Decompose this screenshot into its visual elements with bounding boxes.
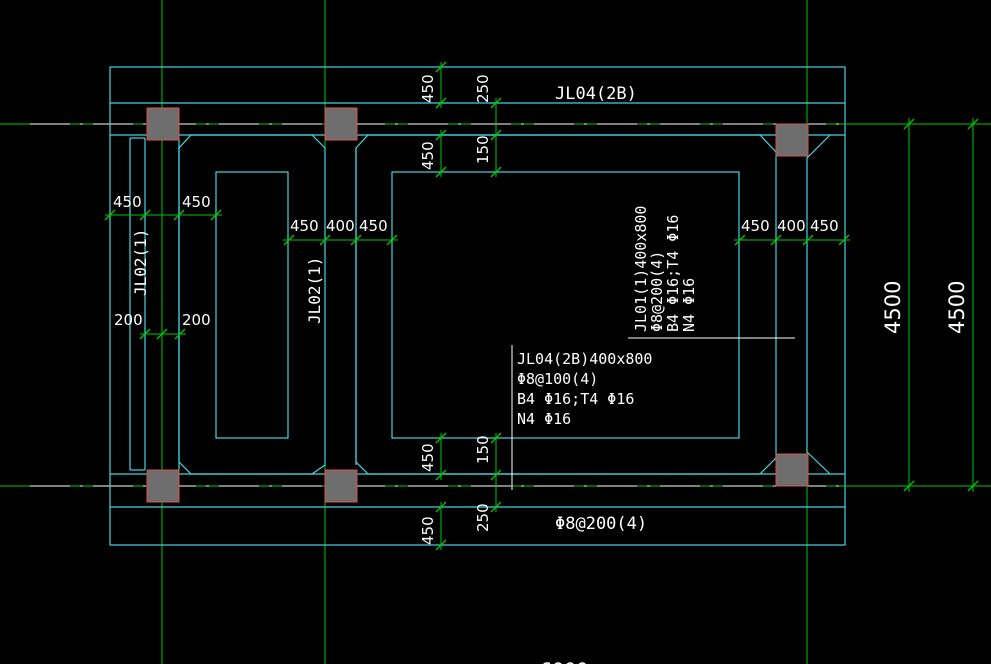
- tick: [104, 209, 116, 221]
- dim-bottom-450: 450: [419, 516, 437, 545]
- outer-foundation-outline: [109, 66, 846, 546]
- right-corner-top: [806, 134, 831, 159]
- annotation-jl04: JL04(2B)400x800 Φ8@100(4) B4 Φ16;T4 Φ16 …: [517, 350, 652, 428]
- tick: [903, 118, 915, 130]
- tick: [490, 501, 502, 513]
- dim-top-450: 450: [419, 74, 437, 103]
- jl04-line-2: Φ8@100(4): [517, 370, 598, 388]
- dim-right-450-a: 450: [741, 217, 770, 235]
- tick: [490, 97, 502, 109]
- jl04-line-4: N4 Φ16: [517, 410, 571, 428]
- tick: [139, 209, 151, 221]
- dim-top-250: 250: [474, 74, 492, 103]
- dim-inner-bottom-450: 450: [419, 443, 437, 472]
- tick: [967, 118, 979, 130]
- dim-span-a: 4500: [881, 281, 905, 334]
- left-beam-label: JL02(1): [131, 229, 150, 296]
- tick: [210, 209, 222, 221]
- dimension-texts: 450 250 450 150 450 150 450 250 450 450 …: [113, 74, 969, 664]
- right-corner-bottom: [806, 451, 831, 475]
- tick: [770, 234, 782, 246]
- left-bay-panel: [178, 134, 326, 475]
- tick: [435, 166, 447, 178]
- right-bay-opening: [391, 171, 740, 439]
- tick: [173, 209, 185, 221]
- dim-left-450-b: 450: [182, 193, 211, 211]
- tick: [967, 480, 979, 492]
- tick: [350, 234, 362, 246]
- dimension-ticks: [104, 61, 979, 551]
- tick: [156, 328, 168, 340]
- left-bay-opening: [215, 171, 289, 439]
- tick: [838, 234, 850, 246]
- annotation-jl01: JL01(1)400x800 Φ8@200(4) B4 Φ16;T4 Φ16 N…: [632, 206, 698, 332]
- bottom-beam-stirrup: Φ8@200(4): [555, 514, 647, 534]
- tick: [283, 234, 295, 246]
- tick: [802, 234, 814, 246]
- columns: [146, 107, 809, 503]
- dim-inner-top-150: 150: [474, 135, 492, 164]
- tick: [734, 234, 746, 246]
- column-a2[interactable]: [146, 469, 180, 503]
- dim-left-200-a: 200: [114, 311, 143, 329]
- dim-left-200-b: 200: [182, 311, 211, 329]
- right-bay-panel: [355, 134, 777, 475]
- jl01-line-3: B4 Φ16;T4 Φ16: [664, 215, 682, 332]
- tick: [435, 469, 447, 481]
- dim-mid-400: 400: [326, 217, 355, 235]
- tick: [386, 234, 398, 246]
- column-b2[interactable]: [324, 469, 358, 503]
- jl04-line-1: JL04(2B)400x800: [517, 350, 652, 368]
- column-b1[interactable]: [324, 107, 358, 141]
- tick: [174, 328, 186, 340]
- column-c1[interactable]: [775, 123, 809, 157]
- dim-bottom-partial: 6000: [540, 659, 588, 664]
- jl01-line-4: N4 Φ16: [680, 278, 698, 332]
- dim-mid-450-a: 450: [290, 217, 319, 235]
- column-c2[interactable]: [775, 453, 809, 487]
- tick: [435, 539, 447, 551]
- tick: [435, 129, 447, 141]
- tick: [903, 480, 915, 492]
- dim-inner-bottom-150: 150: [474, 435, 492, 464]
- tick: [490, 432, 502, 444]
- jl04-line-3: B4 Φ16;T4 Φ16: [517, 390, 634, 408]
- jl01-line-1: JL01(1)400x800: [632, 206, 650, 332]
- dim-inner-top-450: 450: [419, 141, 437, 170]
- tick: [139, 328, 151, 340]
- dim-right-450-b: 450: [810, 217, 839, 235]
- dimension-lines: [105, 62, 980, 550]
- tick: [490, 469, 502, 481]
- dim-span-b: 4500: [945, 281, 969, 334]
- top-beam-label: JL04(2B): [555, 84, 637, 104]
- tick: [490, 129, 502, 141]
- dim-left-450-a: 450: [113, 193, 142, 211]
- jl01-line-2: Φ8@200(4): [648, 251, 666, 332]
- annotation-leaders: [511, 337, 795, 490]
- tick: [435, 61, 447, 73]
- column-a1[interactable]: [146, 107, 180, 141]
- dim-right-400: 400: [777, 217, 806, 235]
- dim-bottom-250: 250: [474, 503, 492, 532]
- beam-outlines: [109, 66, 846, 546]
- middle-beam-label: JL02(1): [305, 257, 324, 324]
- tick: [319, 234, 331, 246]
- tick: [490, 166, 502, 178]
- tick: [435, 501, 447, 513]
- tick: [435, 97, 447, 109]
- tick: [435, 432, 447, 444]
- dim-mid-450-b: 450: [359, 217, 388, 235]
